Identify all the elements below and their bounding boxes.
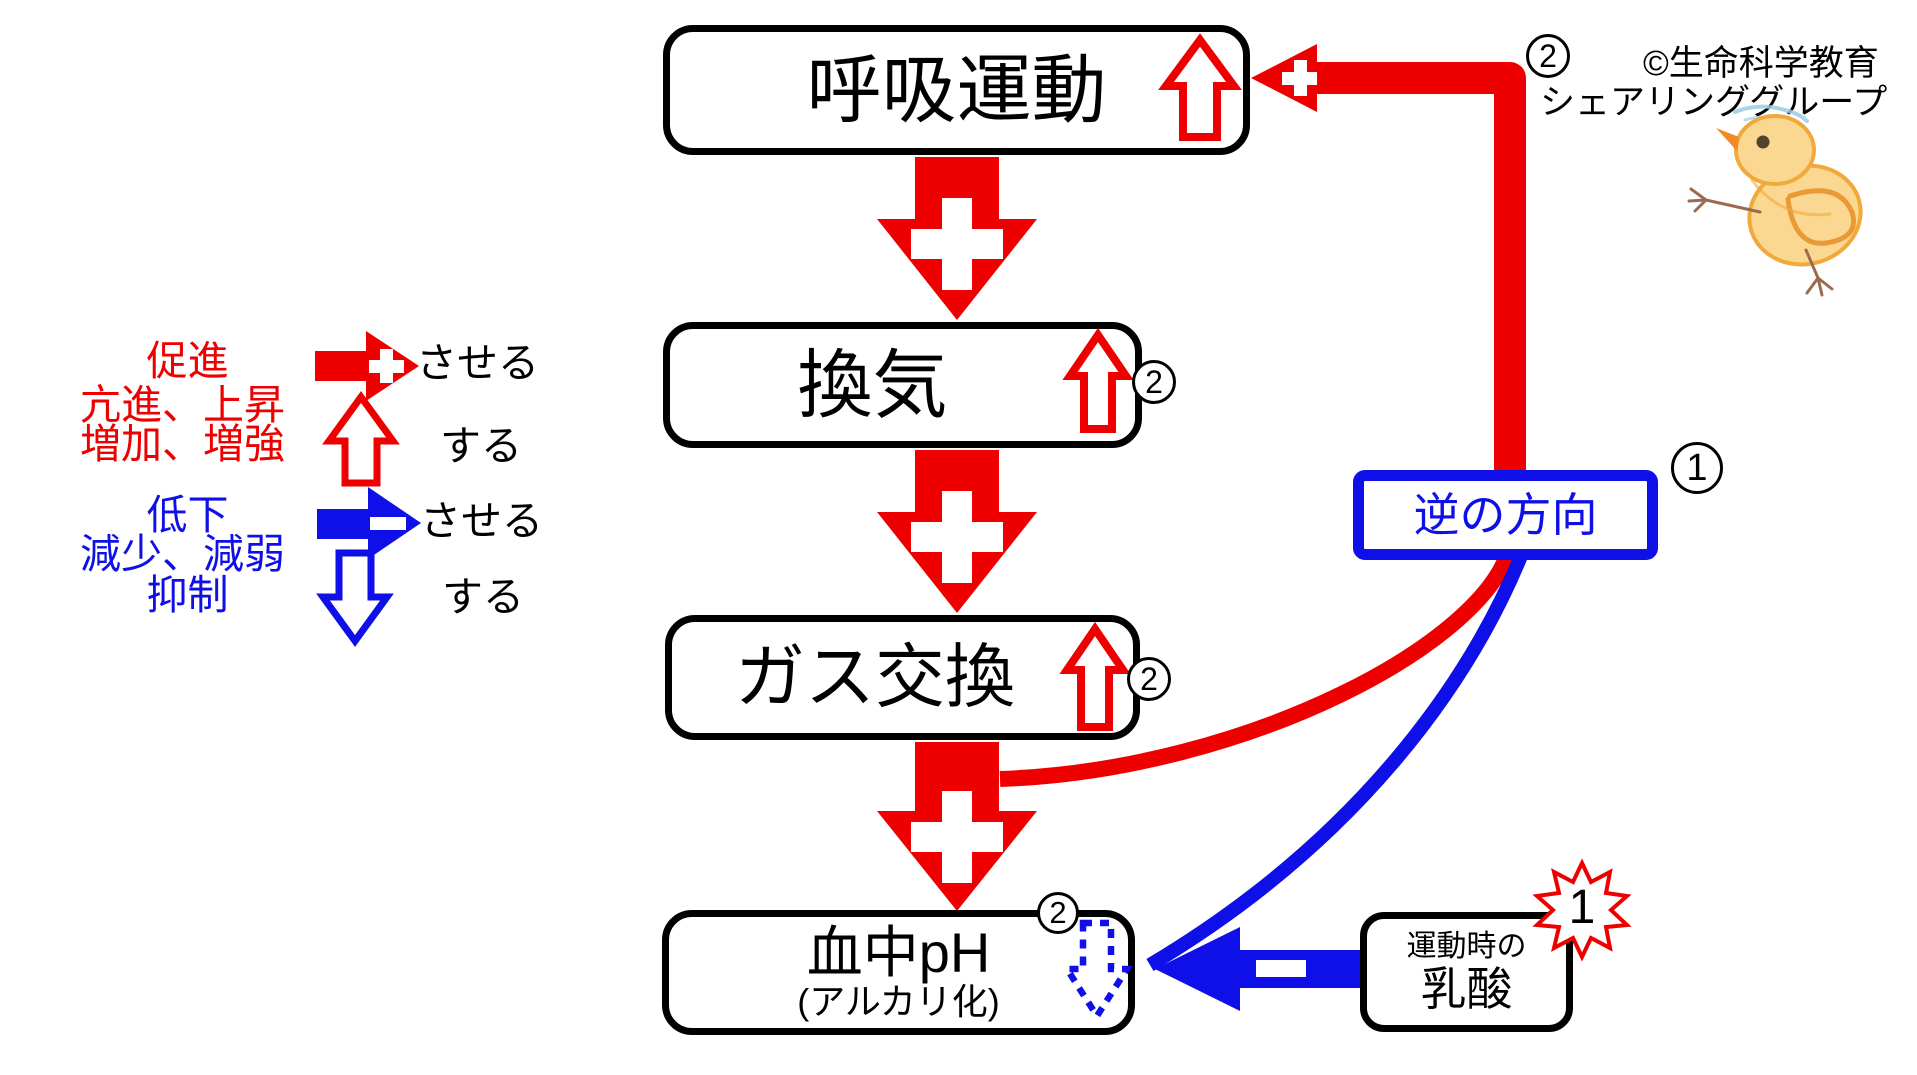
box-breathing: 呼吸運動 [663,25,1250,155]
chick-illustration-icon [1687,104,1863,297]
reverse-direction-curve-blue [1146,553,1528,972]
legend-suppress-self-arrow-icon [316,549,394,647]
badge-feedback: 2 [1526,34,1570,78]
legend-promote-cause-label: させる [416,340,539,386]
box-lactate: 運動時の 乳酸 [1360,912,1573,1032]
badge-ventilation: 2 [1132,360,1176,404]
lactate-suppress-arrow [1155,927,1360,1011]
badge-blood-ph-number: 2 [1049,895,1067,930]
box-reverse-direction-label: 逆の方向 [1413,488,1598,541]
box-ventilation-label: 換気 [797,342,948,427]
feedback-arrowhead-plus [1251,44,1317,112]
legend-promote-line2: 亢進、上昇 [80,382,285,428]
flow-arrow-ventilation-to-gas-exchange [877,450,1037,613]
box-lactate-line2: 乳酸 [1420,963,1513,1015]
legend-suppress-line2: 減少、減弱 [80,531,285,577]
legend-promote-self-arrow-icon [322,391,400,487]
legend-promote-self-label: する [440,423,522,469]
legend-suppress-line3: 抑制 [146,572,229,618]
starburst-number: 1 [1568,881,1596,934]
legend-suppress-self-label: する [442,574,524,620]
box-gas-exchange: ガス交換 [665,615,1140,740]
box-lactate-line1: 運動時の [1406,930,1527,963]
box-reverse-direction: 逆の方向 [1353,470,1658,560]
legend-promote-line1: 促進 [146,338,229,384]
badge-reverse-direction: 1 [1671,442,1723,494]
credit-line2: シェアリンググループ [1540,83,1888,122]
legend-suppress-line1: 低下 [146,492,229,538]
legend-promote-cause-arrow-icon [315,331,419,401]
legend-suppress-cause-label: させる [420,498,543,544]
flow-arrow-gas-exchange-to-blood-ph [877,742,1037,911]
box-blood-ph-label: 血中pH [806,920,991,984]
legend-suppress-cause-arrow-icon [317,487,421,559]
badge-gas-exchange: 2 [1127,657,1171,701]
box-ventilation: 換気 [663,322,1142,448]
badge-gas-exchange-number: 2 [1140,660,1158,697]
flow-arrow-breathing-to-ventilation [877,157,1037,320]
credit-line1: ©生命科学教育 [1643,44,1879,83]
badge-reverse-number: 1 [1686,446,1708,489]
box-gas-exchange-label: ガス交換 [735,637,1015,716]
box-blood-ph-sublabel: (アルカリ化) [797,980,1000,1022]
legend-promote-line3: 増加、増強 [80,421,285,467]
badge-blood-ph: 2 [1037,892,1079,934]
badge-feedback-number: 2 [1539,37,1557,74]
box-breathing-label: 呼吸運動 [806,47,1107,132]
badge-ventilation-number: 2 [1145,363,1163,400]
